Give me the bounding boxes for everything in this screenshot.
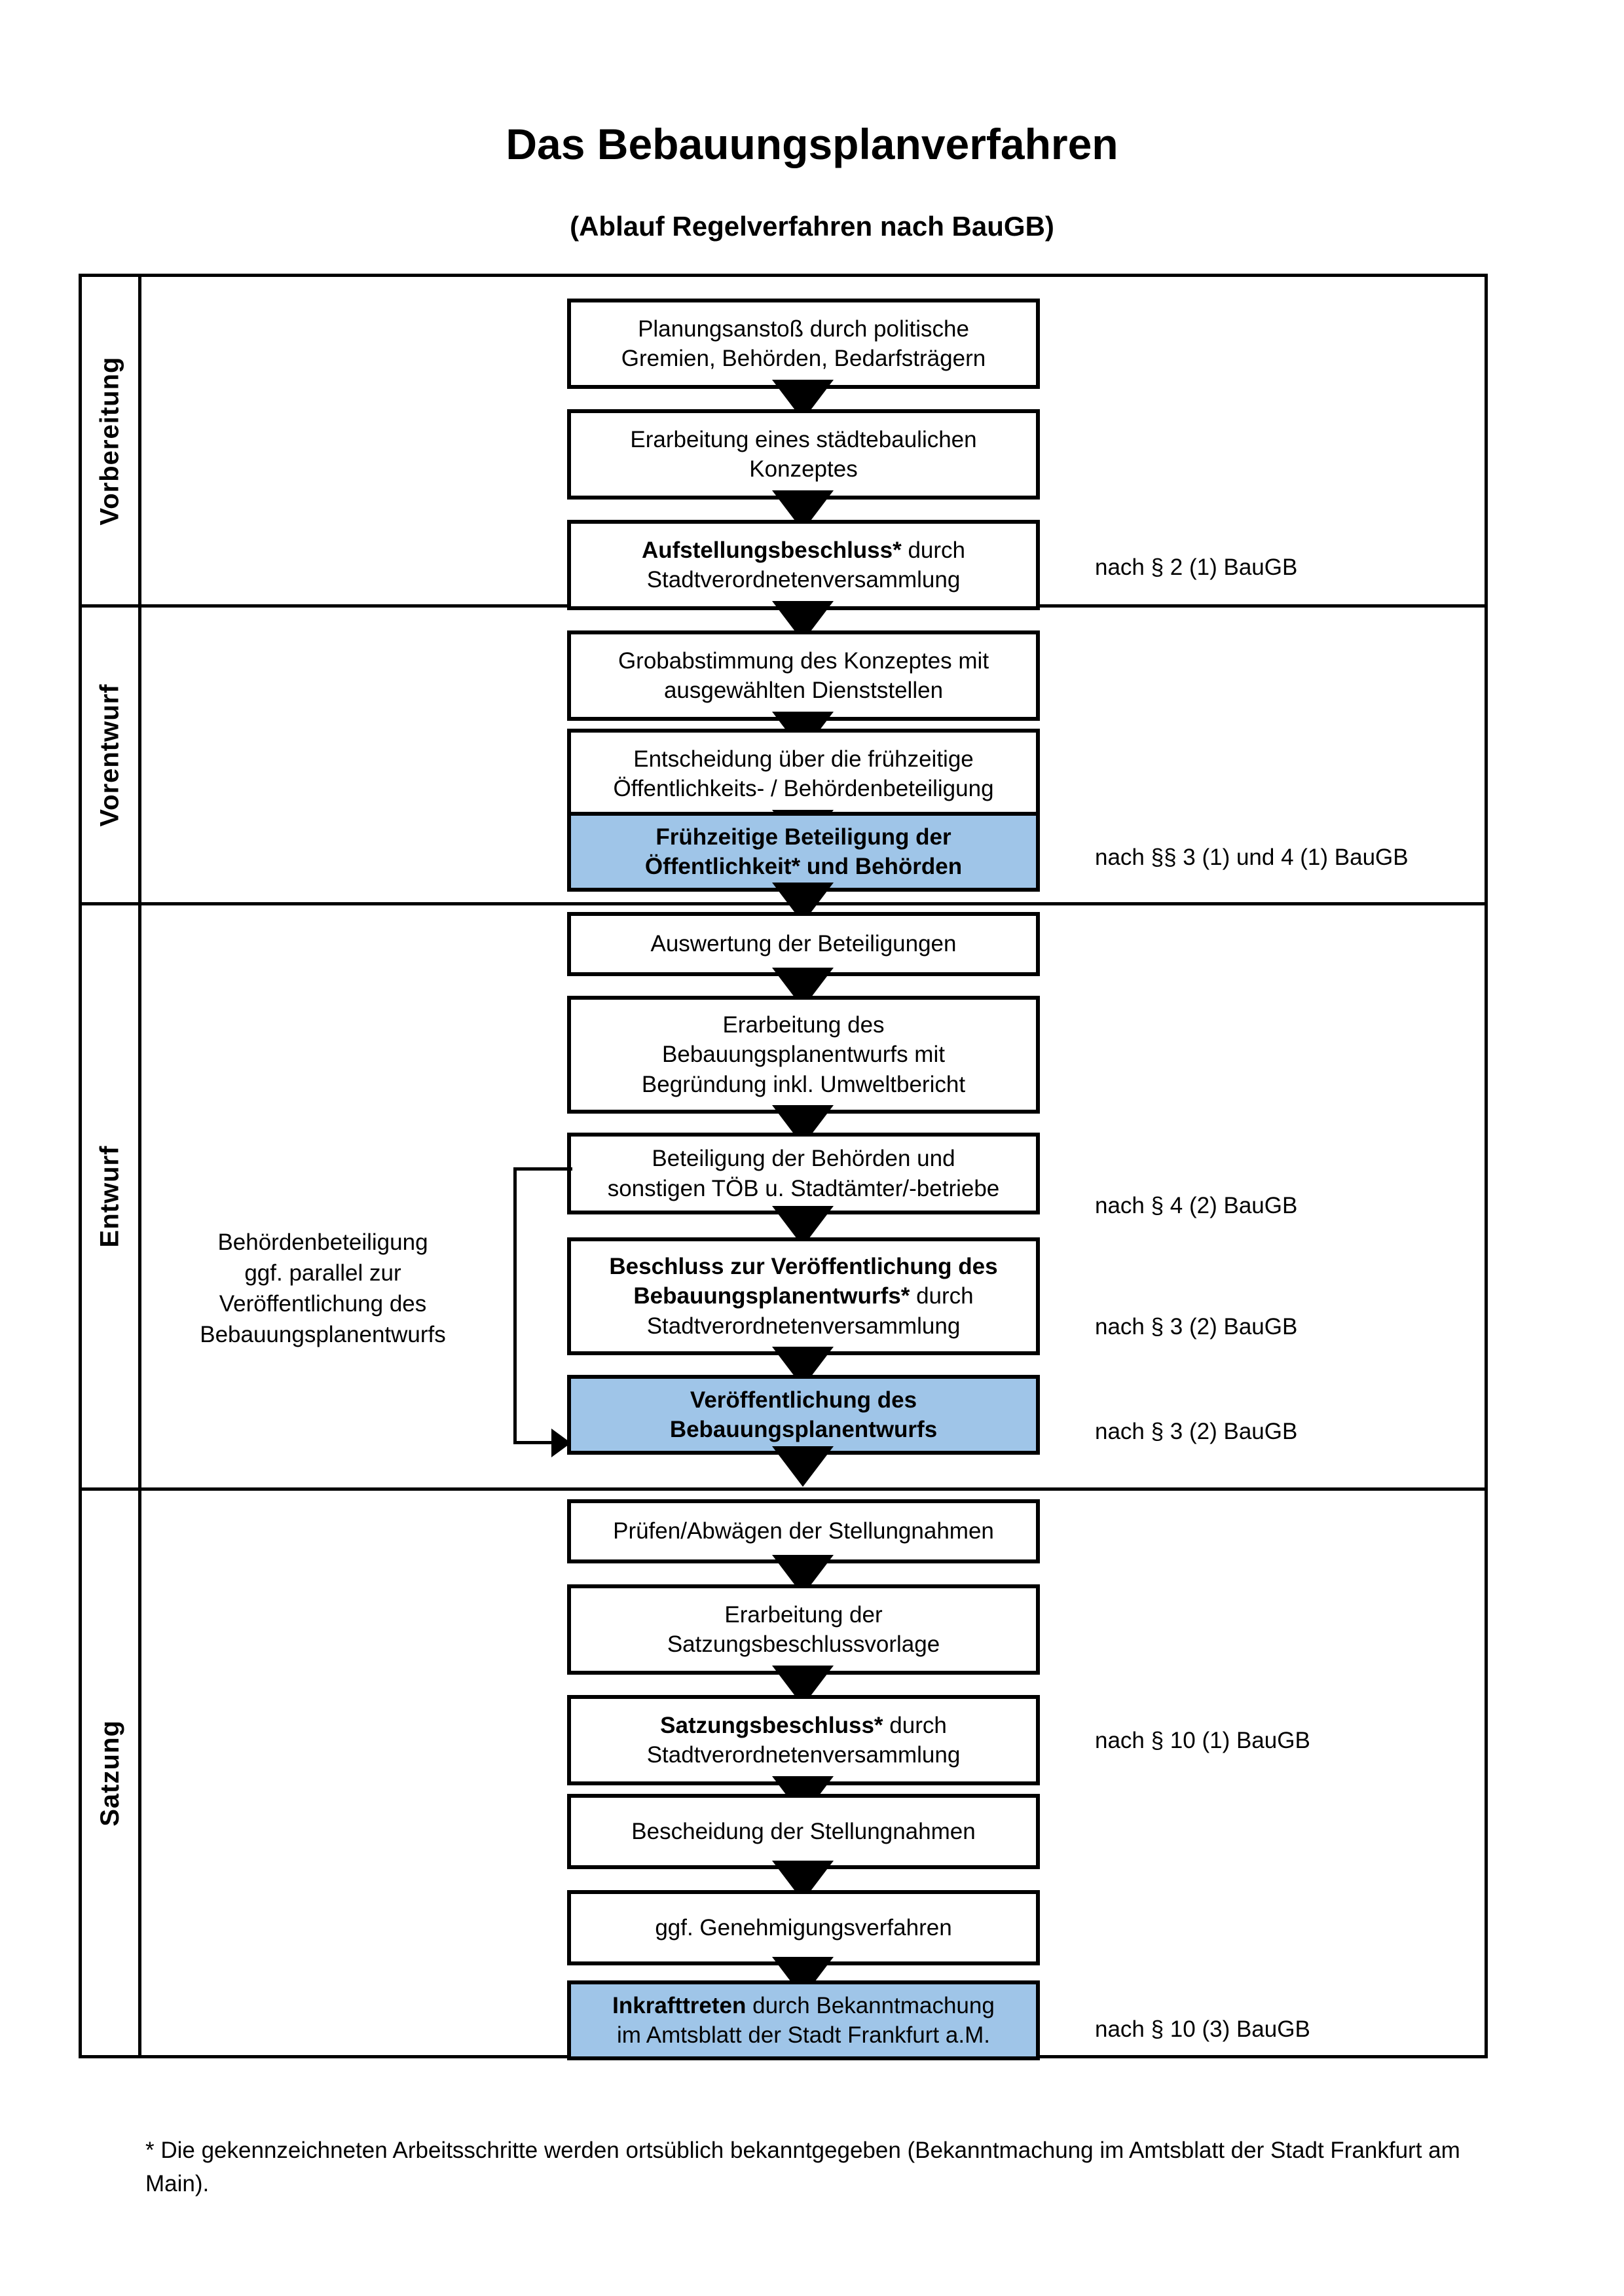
legal-ref-3-2-b: nach § 3 (2) BauGB xyxy=(1095,1419,1298,1444)
phase-label-text: Vorentwurf xyxy=(95,683,124,827)
step-fruehzeitige-beteiligung[interactable]: Frühzeitige Beteiligung der Öffentlichke… xyxy=(567,812,1040,892)
step-auswertung-beteiligungen[interactable]: Auswertung der Beteiligungen xyxy=(567,912,1040,976)
step-planungsanstoss[interactable]: Planungsanstoß durch politische Gremien,… xyxy=(567,299,1040,389)
step-line-strong: Aufstellungsbeschluss* xyxy=(641,537,902,563)
step-line: Auswertung der Beteiligungen xyxy=(650,931,957,957)
step-line: Stadtverordnetenversammlung xyxy=(646,1742,961,1768)
legal-ref-10-1: nach § 10 (1) BauGB xyxy=(1095,1728,1310,1753)
arrow-right-icon xyxy=(551,1429,571,1457)
step-line: Grobabstimmung des Konzeptes mit xyxy=(618,647,989,674)
step-line: ausgewählten Dienststellen xyxy=(663,678,944,703)
page-title: Das Bebauungsplanverfahren xyxy=(506,120,1118,168)
legal-ref-4-2: nach § 4 (2) BauGB xyxy=(1095,1193,1298,1218)
phase-label-entwurf: Entwurf xyxy=(82,905,138,1487)
legal-ref-3-1-4-1: nach §§ 3 (1) und 4 (1) BauGB xyxy=(1095,845,1409,870)
step-erarbeitung-satzungsbeschlussvorlage[interactable]: Erarbeitung der Satzungsbeschlussvorlage xyxy=(567,1584,1040,1675)
step-line-strong: Veröffentlichung des xyxy=(690,1387,917,1413)
side-note-line: Bebauungsplanentwurfs xyxy=(200,1321,446,1347)
step-line-strong: Bebauungsplanentwurfs xyxy=(669,1417,938,1442)
step-line: Satzungsbeschlussvorlage xyxy=(667,1631,940,1657)
bracket-connector-vertical xyxy=(513,1167,517,1444)
phase-label-text: Vorbereitung xyxy=(95,356,124,525)
step-line: durch Bekanntmachung xyxy=(746,1992,995,2018)
step-line: Bescheidung der Stellungnahmen xyxy=(631,1818,976,1844)
step-line: Öffentlichkeits- / Behördenbeteiligung xyxy=(613,776,994,801)
step-pruefen-abwaegen[interactable]: Prüfen/Abwägen der Stellungnahmen xyxy=(567,1499,1040,1563)
bracket-connector-bottom xyxy=(513,1441,554,1444)
footnote: * Die gekennzeichneten Arbeitsschritte w… xyxy=(145,2138,1460,2196)
step-line-strong: Öffentlichkeit* und Behörden xyxy=(644,854,963,879)
step-erarbeitung-bebauungsplanentwurf[interactable]: Erarbeitung des Bebauungsplanentwurfs mi… xyxy=(567,996,1040,1114)
step-line: Prüfen/Abwägen der Stellungnahmen xyxy=(613,1518,994,1544)
step-line-strong: Frühzeitige Beteiligung der xyxy=(655,824,951,850)
step-entscheidung-fruehzeitige-beteiligung[interactable]: Entscheidung über die frühzeitige Öffent… xyxy=(567,729,1040,819)
step-line: Erarbeitung eines städtebaulichen xyxy=(630,426,977,452)
step-line: Erarbeitung des xyxy=(722,1011,885,1038)
step-line: sonstigen TÖB u. Stadtämter/-betriebe xyxy=(607,1175,1000,1201)
step-line-strong: Inkrafttreten xyxy=(612,1992,747,2018)
step-line: Begründung inkl. Umweltbericht xyxy=(641,1071,966,1097)
step-staedtebauliches-konzept[interactable]: Erarbeitung eines städtebaulichen Konzep… xyxy=(567,409,1040,500)
step-line: durch xyxy=(910,1283,974,1309)
step-line: Konzeptes xyxy=(749,456,858,482)
phase-label-text: Entwurf xyxy=(95,1145,124,1248)
phase-label-text: Satzung xyxy=(95,1719,124,1827)
step-satzungsbeschluss[interactable]: Satzungsbeschluss* durch Stadtverordnete… xyxy=(567,1695,1040,1785)
step-line: durch xyxy=(901,537,966,563)
step-line: Stadtverordnetenversammlung xyxy=(646,1313,961,1339)
step-inkrafttreten[interactable]: Inkrafttreten durch Bekanntmachung im Am… xyxy=(567,1980,1040,2060)
step-veroeffentlichung-entwurf[interactable]: Veröffentlichung des Bebauungsplanentwur… xyxy=(567,1375,1040,1455)
side-note-behoerdenbeteiligung: Behördenbeteiligung ggf. parallel zur Ve… xyxy=(169,1228,477,1351)
step-aufstellungsbeschluss[interactable]: Aufstellungsbeschluss* durch Stadtverord… xyxy=(567,520,1040,610)
side-note-line: Veröffentlichung des xyxy=(219,1290,427,1317)
phase-label-satzung: Satzung xyxy=(82,1491,138,2055)
side-note-line: ggf. parallel zur xyxy=(244,1260,401,1286)
phase-label-vorbereitung: Vorbereitung xyxy=(82,277,138,604)
step-line-strong: Bebauungsplanentwurfs* xyxy=(633,1283,910,1309)
step-line-strong: Satzungsbeschluss* xyxy=(660,1712,883,1738)
legal-ref-2-1: nach § 2 (1) BauGB xyxy=(1095,555,1298,580)
step-beschluss-veroeffentlichung[interactable]: Beschluss zur Veröffentlichung des Bebau… xyxy=(567,1237,1040,1355)
step-genehmigungsverfahren[interactable]: ggf. Genehmigungsverfahren xyxy=(567,1890,1040,1965)
step-line: Entscheidung über die frühzeitige xyxy=(633,746,974,772)
step-line: Planungsanstoß durch politische xyxy=(638,316,969,342)
step-line: Beteiligung der Behörden und xyxy=(652,1146,955,1171)
step-line: Bebauungsplanentwurfs mit xyxy=(662,1042,945,1068)
step-line: ggf. Genehmigungsverfahren xyxy=(655,1914,952,1941)
step-line: Erarbeitung der xyxy=(724,1601,883,1628)
bracket-connector-top xyxy=(513,1167,572,1171)
step-grobabstimmung[interactable]: Grobabstimmung des Konzeptes mit ausgewä… xyxy=(567,630,1040,721)
phase-separator-3 xyxy=(82,1487,1485,1491)
phase-label-vorentwurf: Vorentwurf xyxy=(82,608,138,902)
legal-ref-10-3: nach § 10 (3) BauGB xyxy=(1095,2016,1310,2042)
arrow-down-icon xyxy=(772,1446,834,1487)
legal-ref-3-2-a: nach § 3 (2) BauGB xyxy=(1095,1314,1298,1339)
step-line: Stadtverordnetenversammlung xyxy=(646,567,961,592)
step-line: durch xyxy=(883,1712,947,1738)
side-note-line: Behördenbeteiligung xyxy=(217,1230,428,1255)
step-line: Gremien, Behörden, Bedarfsträgern xyxy=(621,346,986,371)
step-beteiligung-behoerden-toeb[interactable]: Beteiligung der Behörden und sonstigen T… xyxy=(567,1133,1040,1214)
page-subtitle: (Ablauf Regelverfahren nach BauGB) xyxy=(570,211,1054,242)
step-line: im Amtsblatt der Stadt Frankfurt a.M. xyxy=(617,2022,990,2048)
phase-column-divider xyxy=(138,274,141,2058)
step-bescheidung-stellungnahmen[interactable]: Bescheidung der Stellungnahmen xyxy=(567,1794,1040,1869)
step-line-strong: Beschluss zur Veröffentlichung des xyxy=(609,1253,998,1279)
